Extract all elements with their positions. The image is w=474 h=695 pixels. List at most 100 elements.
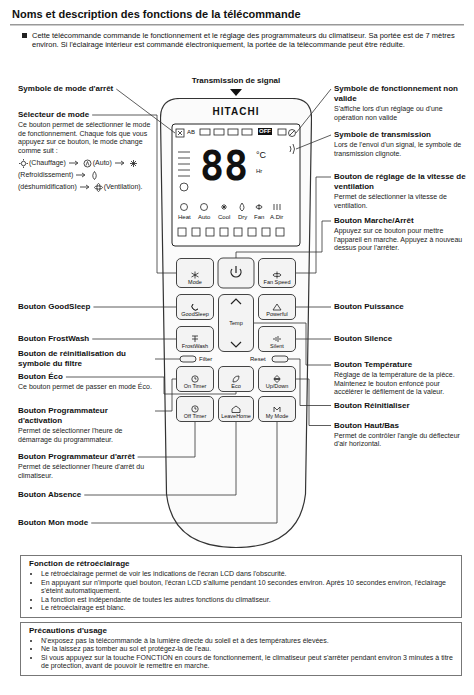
- transmission-symbol: [290, 144, 295, 154]
- button-icon: [272, 271, 282, 279]
- lcd-icon: [248, 228, 256, 236]
- silent-button: Silent: [258, 326, 296, 352]
- dry-icon: [240, 203, 244, 211]
- button-text: Off Timer: [184, 413, 207, 420]
- lcd-unit: °C: [256, 150, 266, 160]
- button-label: Reset: [250, 355, 266, 363]
- button-icon: [231, 405, 241, 413]
- fan-icon: [256, 204, 262, 210]
- button-text: Silent: [270, 343, 284, 350]
- lcd-screen: [172, 124, 300, 246]
- lcd-text: OFF: [258, 128, 272, 135]
- lcd-icon: [242, 129, 252, 135]
- lcd-icon: [206, 228, 214, 236]
- down-arrow-icon: [230, 341, 242, 348]
- mode-name: (Ventilation).: [104, 183, 143, 190]
- lcd-mode: A.Dir: [270, 214, 283, 221]
- callout-description: Permet de sélectionner la vitesse de ven…: [334, 193, 468, 210]
- button-icon: [231, 375, 241, 383]
- lcd-mode: Dry: [238, 214, 247, 221]
- button-icon-path: [273, 336, 280, 342]
- power-button: [218, 258, 254, 288]
- powerful-button: Powerful: [258, 294, 296, 320]
- bullet-text: Ne la laissez pas tomber au sol et proté…: [41, 645, 453, 654]
- mode-name: (déshumidification): [18, 183, 77, 190]
- heat-icon: [181, 204, 188, 211]
- callout-label: Transmission de signal: [150, 76, 322, 86]
- frostwash-button: FrostWash: [176, 326, 214, 352]
- leader-line: [296, 379, 331, 426]
- button-text: Up/Down: [266, 383, 289, 390]
- sequence-arrow: [80, 184, 90, 190]
- signal-arrow: [230, 89, 242, 96]
- callout-description: S'affiche lors d'un réglage ou d'une opé…: [334, 105, 468, 122]
- lcd-icon: [276, 228, 284, 236]
- lcd-mode: Auto: [198, 214, 210, 221]
- callout-label: Bouton Éco: [18, 372, 63, 382]
- button-text: On Timer: [184, 383, 207, 390]
- button-icon: [272, 405, 282, 413]
- button-text: LeaveHome: [221, 413, 251, 420]
- lcd-icon: [192, 228, 200, 236]
- sequence-arrow: [76, 172, 86, 178]
- callout-label: Bouton Programmateur d'arrêt: [18, 452, 135, 462]
- leader-line: [296, 177, 331, 273]
- invalid-slash: [290, 131, 295, 136]
- leader-line: [296, 307, 331, 308]
- intro-text: Cette télécommande commande le fonctionn…: [32, 31, 462, 49]
- info-box: Précautions d'usageN'exposez pas la télé…: [20, 622, 462, 676]
- stop-mode-symbol: [176, 129, 184, 137]
- filter-reset-button: [180, 356, 196, 362]
- button-text: My Mode: [266, 413, 289, 420]
- button-icon-path: [192, 375, 198, 381]
- fan-icon: [94, 183, 103, 192]
- bullet-text: Le rétroéclairage permet de voir les ind…: [41, 570, 453, 579]
- lcd-icon: [220, 228, 228, 236]
- lcd-icon: [214, 129, 224, 135]
- leader-line: [296, 89, 331, 133]
- auto-icon: [201, 204, 208, 211]
- button-icon-path: [232, 406, 240, 413]
- mode-name: (Refroidissement): [18, 171, 73, 178]
- lcd-mode: Fan: [254, 214, 264, 221]
- callout-description: Ce bouton permet de sélectionner le mode…: [18, 121, 152, 155]
- reset-button: [272, 356, 288, 362]
- button-icon-path: [192, 271, 199, 278]
- button-icon-path: [273, 304, 281, 310]
- lcd-icon: [228, 129, 238, 135]
- power-icon: [231, 266, 241, 277]
- bullet-list: Le rétroéclairage permet de voir les ind…: [29, 570, 453, 613]
- button-icon: [272, 303, 282, 311]
- button-text: GoodSleep: [181, 311, 209, 318]
- remote-outline-path: [161, 99, 312, 548]
- leader-line: [155, 359, 180, 360]
- page-title: Noms et description des fonctions de la …: [12, 8, 301, 21]
- bullet-text: Le rétroéclairage est blanc.: [41, 604, 453, 613]
- callout-label: Bouton de réinitialisation du symbole du…: [18, 349, 152, 369]
- fan-speed-button: Fan Speed: [258, 258, 296, 288]
- callout-label: Bouton Silence: [334, 334, 392, 344]
- mode-sequence: (Chauffage) (Auto) (Refroidissement) (dé…: [18, 157, 154, 193]
- up-arrow-icon: [230, 298, 242, 305]
- callout-label: Bouton GoodSleep: [18, 302, 90, 312]
- on-timer-button: On Timer: [176, 366, 214, 392]
- callout-description: Permet de contrôler l'angle du déflecteu…: [334, 432, 468, 449]
- callout-label: Bouton de réglage de la vitesse de venti…: [334, 172, 468, 192]
- button-text: FrostWash: [182, 343, 208, 350]
- cool-icon: [221, 204, 227, 210]
- sequence-arrow: [69, 160, 79, 166]
- callout-label: Sélecteur de mode: [18, 110, 89, 120]
- button-icon: [190, 335, 200, 343]
- button-icon-path: [233, 376, 239, 382]
- my-mode-button: My Mode: [258, 396, 296, 422]
- brand-name: HITACHI: [160, 106, 312, 117]
- callout-label: Bouton FrostWash: [18, 334, 89, 344]
- eco-button: Eco: [218, 366, 254, 392]
- goodsleep-button: GoodSleep: [176, 294, 214, 320]
- callout-label: Bouton Haut/Bas: [334, 421, 399, 431]
- lcd-icon: [178, 228, 186, 236]
- up-down-button: Up/Down: [258, 366, 296, 392]
- callout-label: Bouton Marche/Arrêt: [334, 216, 414, 226]
- info-box: Fonction de rétroéclairageLe rétroéclair…: [20, 555, 462, 618]
- lcd-icon: [234, 228, 242, 236]
